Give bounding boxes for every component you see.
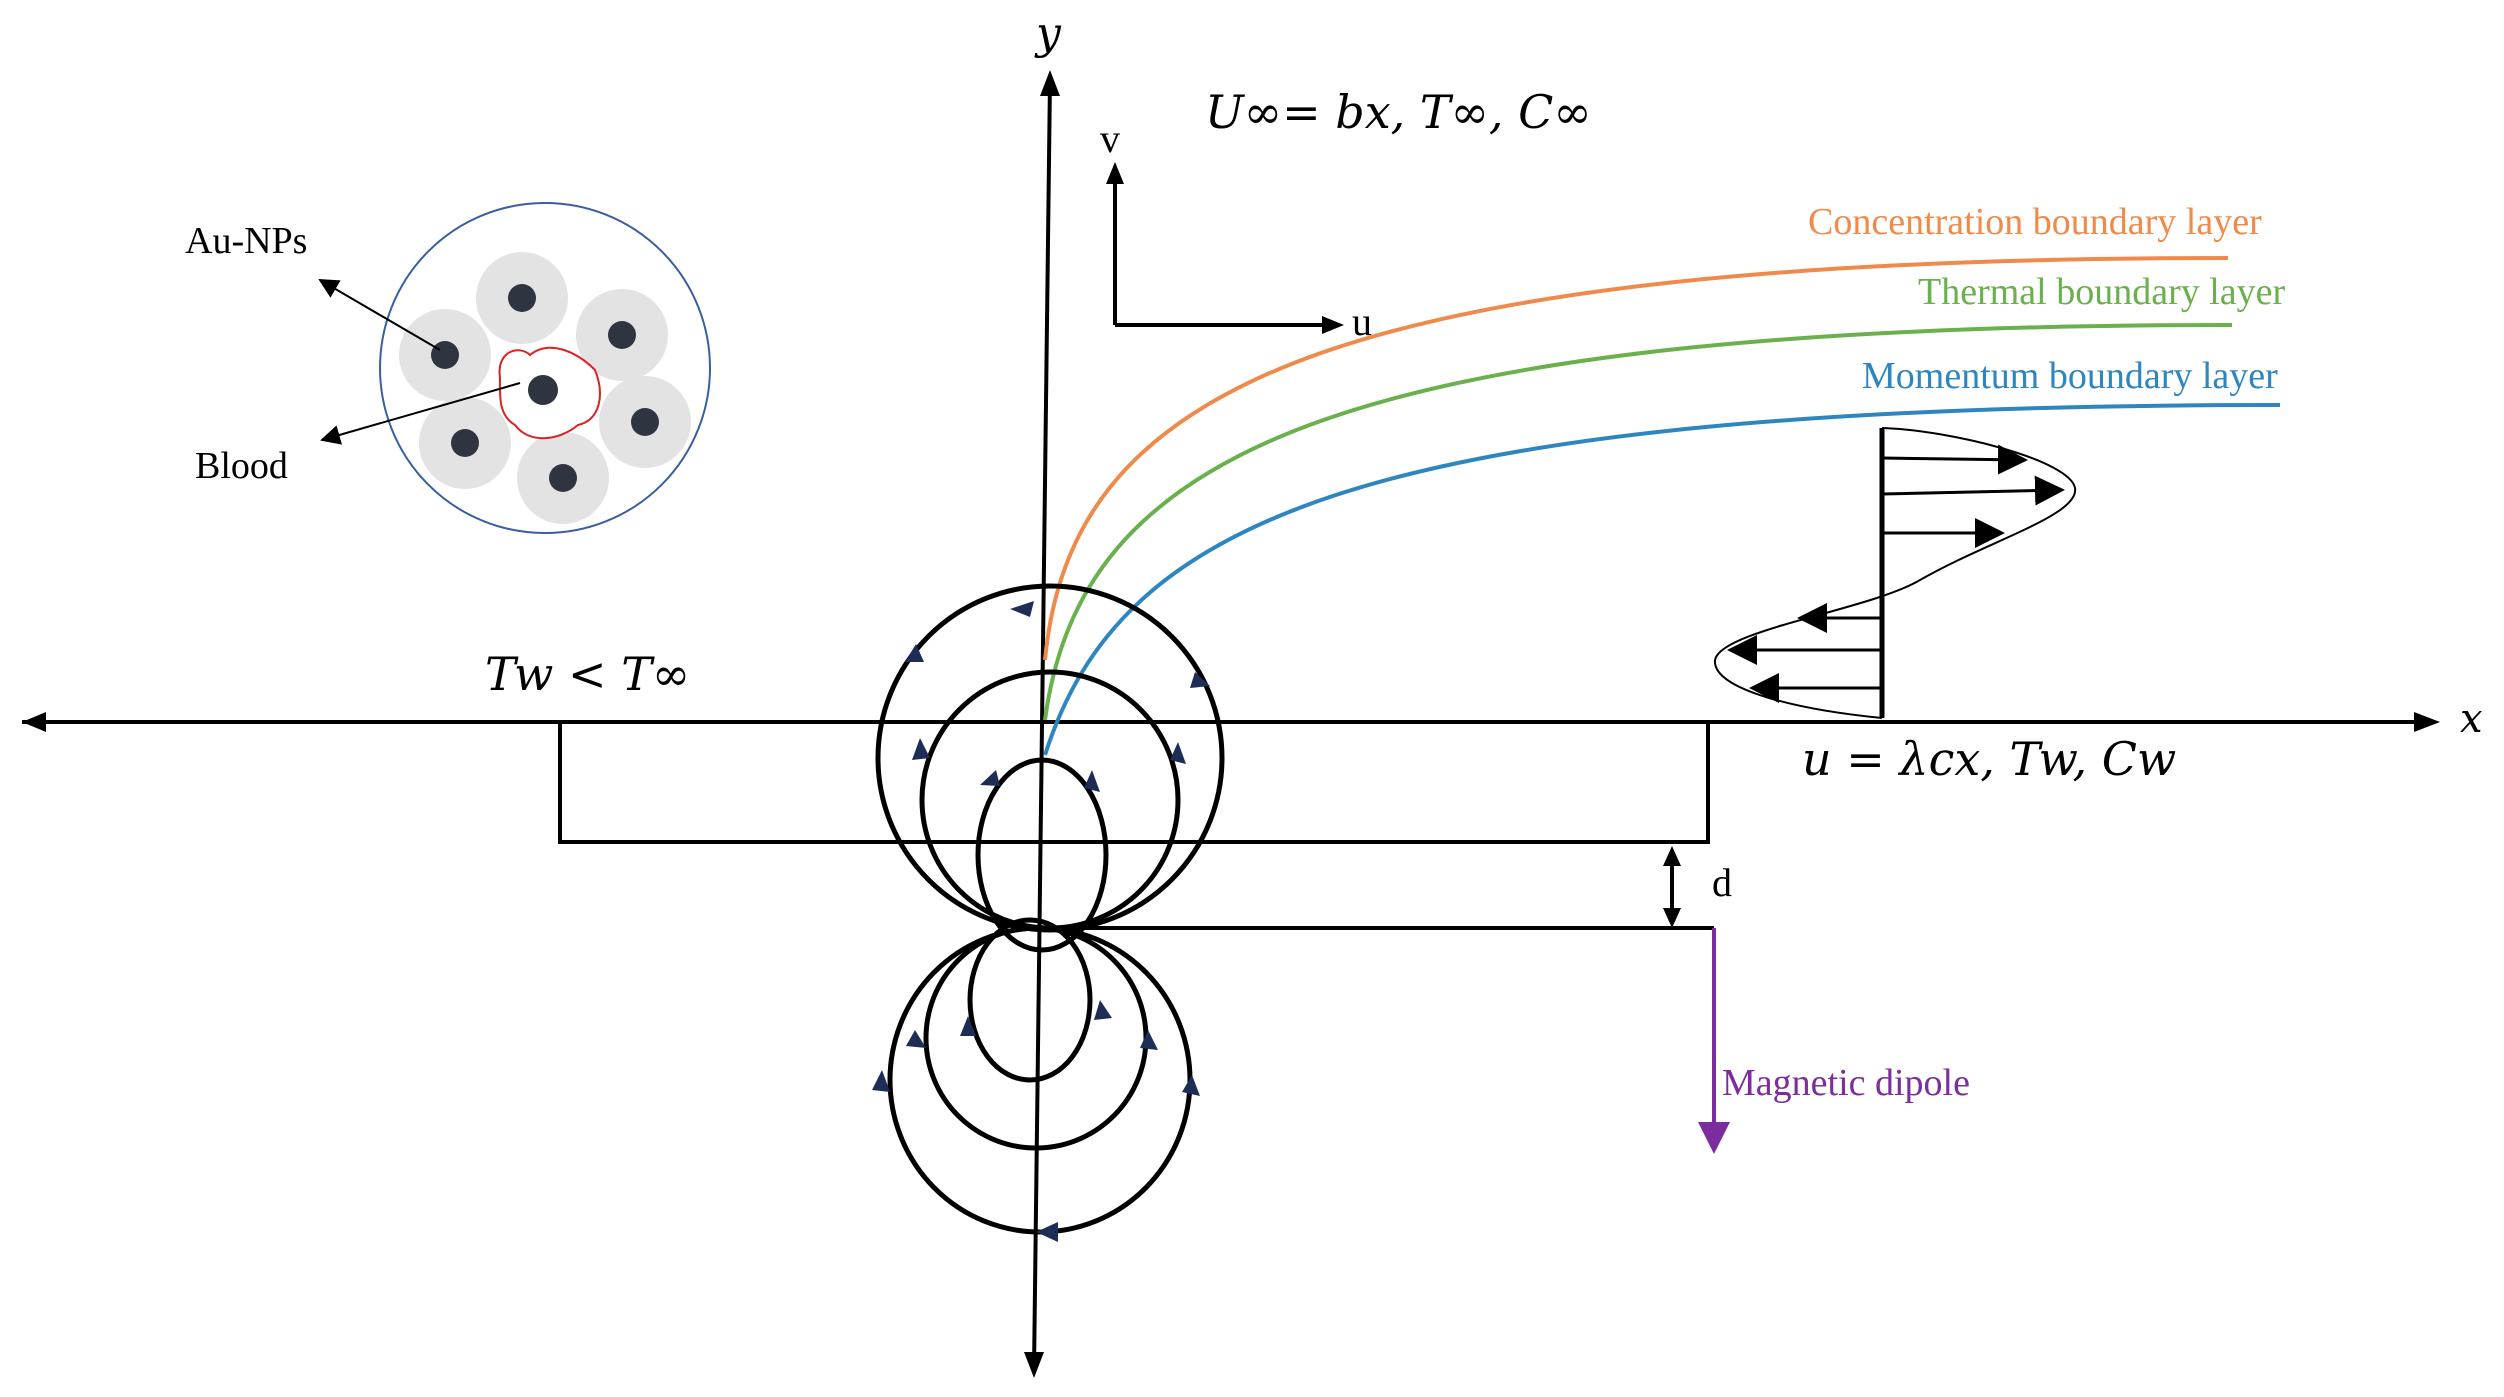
thermal-boundary-layer xyxy=(1043,323,2233,721)
u-label: u xyxy=(1352,299,1372,344)
wall-temperature-condition: Tw < T∞ xyxy=(485,647,690,701)
velocity-profile xyxy=(1713,427,2077,719)
velocity-arrows xyxy=(1106,162,1344,334)
field-direction-arrows xyxy=(872,601,1210,1242)
magnetic-dipole-label: Magnetic dipole xyxy=(1722,1062,1970,1104)
au-nps-label: Au-NPs xyxy=(185,220,307,262)
surface-condition: u = λcx, Tw, Cw xyxy=(1802,732,2176,786)
plate xyxy=(558,722,1710,844)
blood-label: Blood xyxy=(195,445,288,487)
concentration-layer-label: Concentration boundary layer xyxy=(1808,201,2262,243)
gold-nanoparticles xyxy=(431,284,659,492)
y-axis xyxy=(1024,70,1060,1378)
distance-marker xyxy=(1663,846,1681,928)
free-stream-condition: U∞= bx, T∞, C∞ xyxy=(1205,85,1592,139)
nanoparticle-inset xyxy=(318,202,711,534)
distance-label: d xyxy=(1712,860,1732,905)
momentum-layer-label: Momentum boundary layer xyxy=(1862,355,2278,397)
concentration-boundary-layer xyxy=(1043,256,2229,661)
momentum-boundary-layer xyxy=(1043,403,2281,756)
x-axis-label: x xyxy=(2460,696,2483,742)
x-axis xyxy=(22,712,2440,732)
y-axis-label: y xyxy=(1034,8,1062,59)
v-label: v xyxy=(1100,116,1120,161)
thermal-layer-label: Thermal boundary layer xyxy=(1918,271,2286,313)
